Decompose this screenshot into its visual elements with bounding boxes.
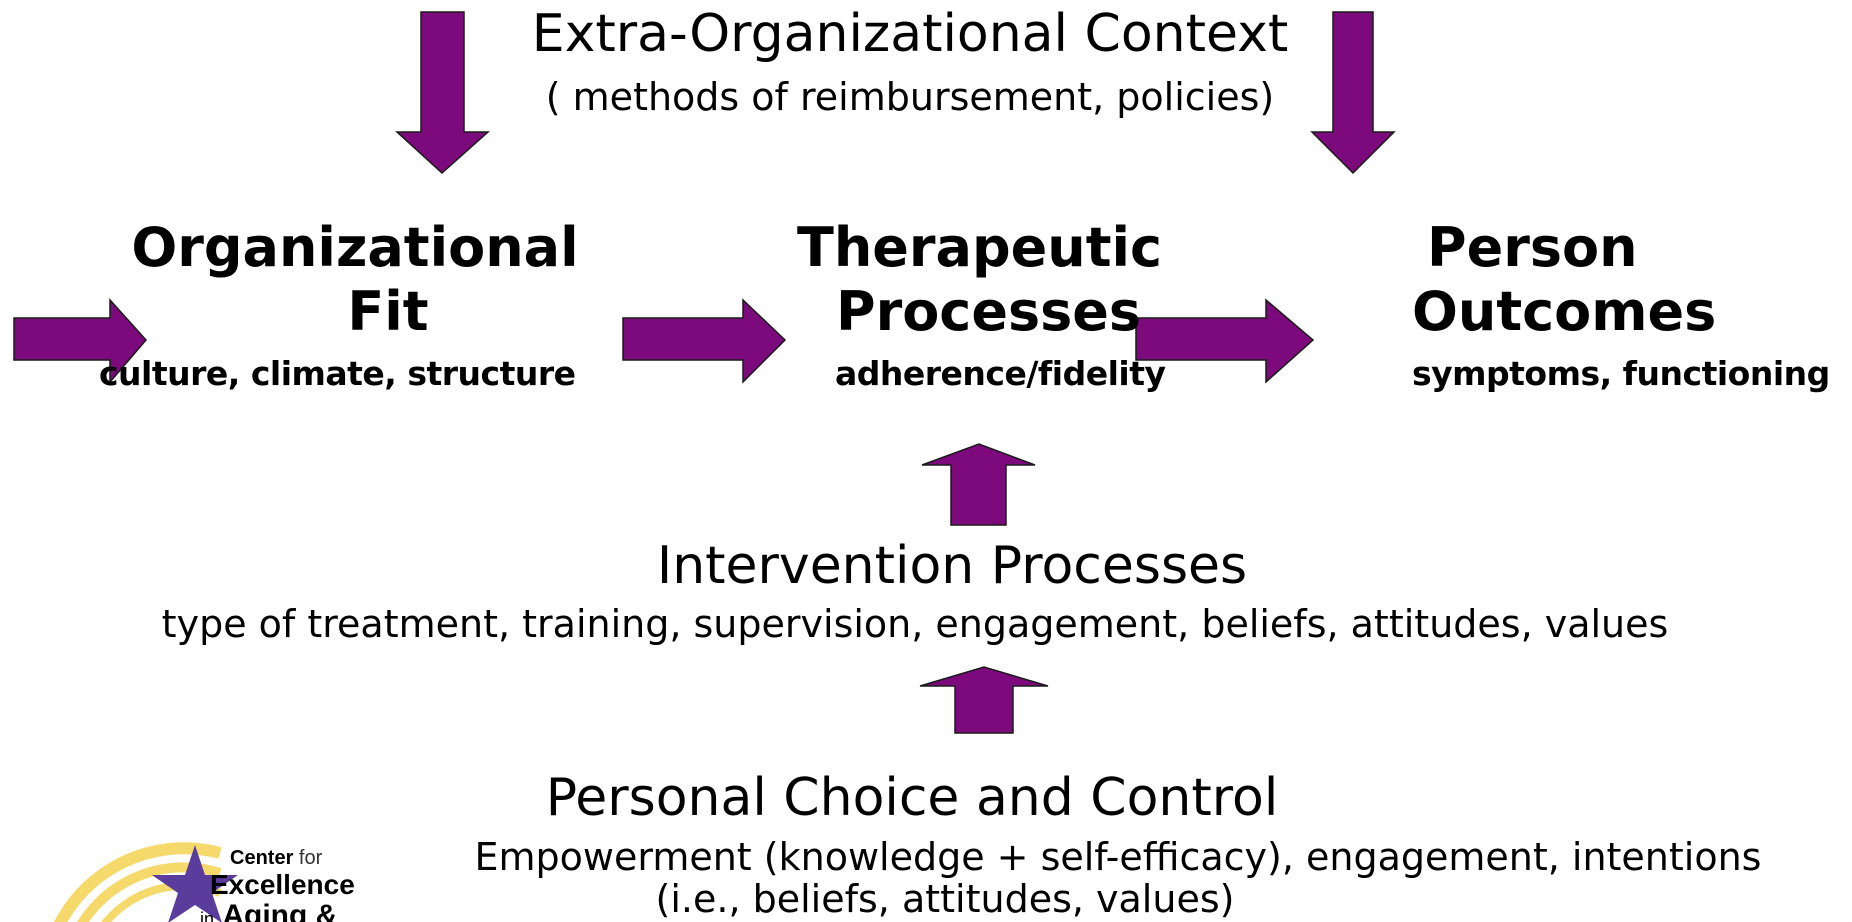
logo-line2: Excellence — [210, 869, 355, 900]
logo-line1: Center for — [230, 847, 323, 869]
up-arrow-intervention-to-therapeutic — [921, 443, 1036, 526]
logo-line3: in Aging & — [200, 899, 338, 922]
right-arrow-therapeutic-to-outcomes — [1135, 298, 1315, 384]
logo-mark-icon — [53, 842, 238, 922]
center-excellence-logo: Center for Excellence in Aging & — [40, 835, 380, 922]
org-fit-title-line2: Fit — [347, 280, 429, 343]
org-fit-title-line1: Organizational — [131, 216, 579, 279]
personal-detail-line1: Empowerment (knowledge + self-efficacy),… — [474, 835, 1762, 879]
therapeutic-title-line1: Therapeutic — [797, 216, 1163, 279]
personal-title: Personal Choice and Control — [545, 768, 1279, 828]
therapeutic-title-line2: Processes — [836, 280, 1141, 343]
context-title: Extra-Organizational Context — [531, 4, 1289, 64]
outcomes-title-line2: Outcomes — [1412, 280, 1717, 343]
logo-star-icon — [152, 845, 238, 922]
right-arrow-org-to-therapeutic — [622, 298, 787, 384]
personal-detail-line2: (i.e., beliefs, attitudes, values) — [655, 877, 1235, 921]
up-arrow-personal-to-intervention — [919, 666, 1049, 734]
down-arrow-left — [395, 11, 490, 175]
outcomes-title-line1: Person — [1427, 216, 1638, 279]
org-fit-detail: culture, climate, structure — [99, 354, 576, 393]
therapeutic-detail: adherence/fidelity — [835, 354, 1166, 393]
down-arrow-right — [1310, 11, 1396, 175]
outcomes-detail: symptoms, functioning — [1412, 354, 1830, 393]
context-subtitle: ( methods of reimbursement, policies) — [545, 75, 1275, 119]
intervention-detail: type of treatment, training, supervision… — [161, 602, 1669, 646]
intervention-title: Intervention Processes — [656, 536, 1248, 596]
right-arrow-into-org-fit — [13, 298, 147, 385]
